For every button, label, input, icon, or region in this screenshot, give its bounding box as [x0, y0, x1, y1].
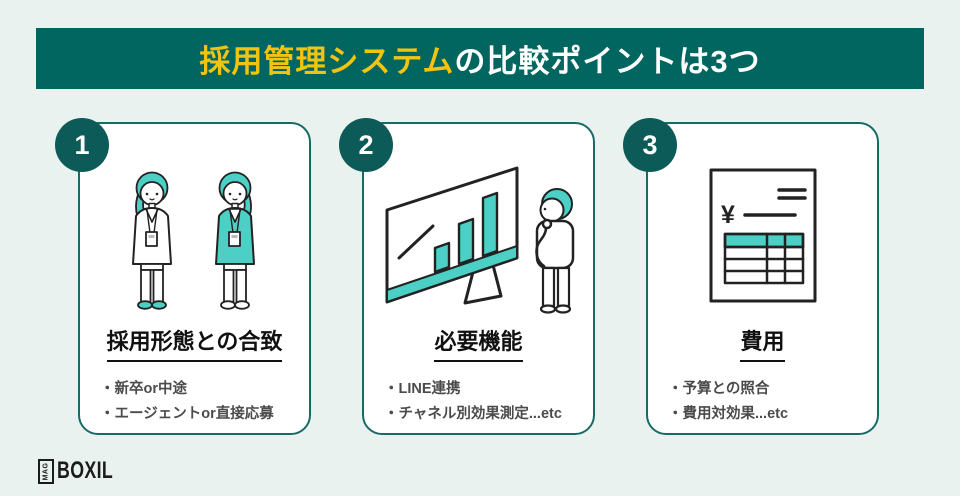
card1-title: 採用形態との合致 — [80, 324, 309, 362]
bullet-item: ・チャネル別効果測定...etc — [384, 405, 562, 422]
card3-illustration-area: ¥ — [648, 124, 877, 316]
boxil-logo-text: BOXIL — [57, 457, 114, 484]
card-cost: 3 ¥ 費用 ・予算との照合 ・費用対効果...etc — [623, 118, 879, 435]
card2-title: 必要機能 — [364, 324, 593, 362]
boxil-logo: MAG BOXIL — [38, 457, 133, 484]
two-recruiters-illustration — [131, 171, 255, 310]
bullet-item: ・新卒or中途 — [100, 381, 187, 397]
bullet-item: ・費用対効果...etc — [668, 405, 789, 422]
boxil-mag-icon: MAG — [38, 458, 54, 484]
number-badge-3: 3 — [623, 118, 677, 172]
page-title: 採用管理システムの比較ポイントは3つ — [199, 36, 760, 81]
bullet-item: ・LINE連携 — [384, 381, 461, 397]
number-badge-2: 2 — [339, 118, 393, 172]
card1-bullets: ・新卒or中途 ・エージェントor直接応募 — [80, 377, 309, 426]
bullet-item: ・予算との照合 — [668, 381, 770, 397]
page-title-highlight: 採用管理システム — [199, 44, 455, 79]
invoice-illustration: ¥ — [709, 168, 816, 303]
card3-bullets: ・予算との照合 ・費用対効果...etc — [648, 377, 877, 426]
number-badge-1: 1 — [55, 118, 109, 172]
card1-illustration-area — [80, 124, 309, 316]
svg-text:¥: ¥ — [721, 201, 735, 229]
bullet-item: ・エージェントor直接応募 — [100, 405, 274, 422]
header-banner: 採用管理システムの比較ポイントは3つ — [36, 28, 924, 89]
card2-bullets: ・LINE連携 ・チャネル別効果測定...etc — [364, 377, 593, 426]
card3-title: 費用 — [648, 324, 877, 362]
card-recruitment-type: 1 — [55, 118, 311, 435]
card-required-functions: 2 — [339, 118, 595, 435]
page-title-rest: の比較ポイントは3つ — [454, 44, 761, 79]
card2-illustration-area — [364, 124, 593, 316]
bottom-white-strip — [0, 496, 960, 504]
monitor-chart-person-illustration — [385, 166, 574, 314]
